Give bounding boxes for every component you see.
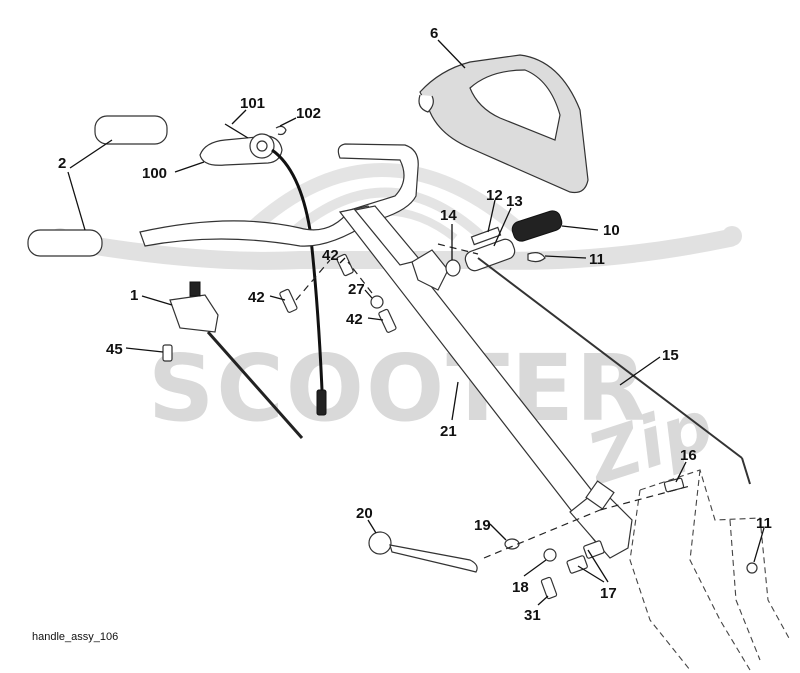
callout-15: 15 <box>662 347 679 364</box>
watermark-brand-text: SCOOTER <box>148 335 649 442</box>
part-15-rod <box>477 257 751 485</box>
part-17-blocks <box>566 540 605 574</box>
callout-labels: 2 101 102 100 6 12 13 10 14 11 42 1 27 4… <box>58 25 772 624</box>
callout-6: 6 <box>430 25 438 42</box>
callout-102: 102 <box>296 105 321 122</box>
callout-20: 20 <box>356 505 373 522</box>
part-19-washer <box>504 538 520 550</box>
callout-101: 101 <box>240 95 265 112</box>
part-12-bolt <box>470 226 502 246</box>
part-14-spacer <box>445 259 461 277</box>
callout-11-lower: 11 <box>756 515 772 532</box>
part-45-bolt <box>162 344 173 362</box>
callout-100: 100 <box>142 165 167 182</box>
leader-lines <box>67 39 765 606</box>
watermark: SCOOTER Zip <box>50 163 742 501</box>
part-2-grips <box>27 115 168 257</box>
callout-2: 2 <box>58 155 66 172</box>
callout-17: 17 <box>600 585 617 602</box>
callout-42-upper: 42 <box>322 247 339 264</box>
callout-31: 31 <box>524 607 541 624</box>
callout-18: 18 <box>512 579 529 596</box>
callout-12: 12 <box>486 187 503 204</box>
part-lever-bracket <box>411 249 449 291</box>
callout-14: 14 <box>440 207 457 224</box>
callout-10: 10 <box>603 222 620 239</box>
callout-21: 21 <box>440 423 457 440</box>
callout-45: 45 <box>106 341 123 358</box>
part-6-console-cover <box>418 54 589 194</box>
callout-19: 19 <box>474 517 491 534</box>
part-18-nut <box>543 548 557 562</box>
callout-16: 16 <box>680 447 697 464</box>
part-21-handle-tube <box>338 205 633 559</box>
part-31-bolt <box>540 576 558 600</box>
part-13-pivot <box>464 238 516 272</box>
part-27-nut <box>370 295 384 309</box>
part-42-screws <box>279 253 397 333</box>
callout-13: 13 <box>506 193 523 210</box>
callout-1: 1 <box>130 287 138 304</box>
callout-27: 27 <box>348 281 365 298</box>
part-11-clip-upper <box>527 252 546 263</box>
ghost-tiller-frame <box>629 469 791 671</box>
callout-42-right: 42 <box>346 311 363 328</box>
part-1-bracket <box>169 281 304 439</box>
callout-11-upper: 11 <box>589 251 605 268</box>
diagram-caption: handle_assy_106 <box>32 631 118 643</box>
assembly-lines <box>347 243 691 559</box>
part-20-shift-lever <box>368 531 478 573</box>
callout-42-left: 42 <box>248 289 265 306</box>
part-10-knob <box>511 210 563 242</box>
